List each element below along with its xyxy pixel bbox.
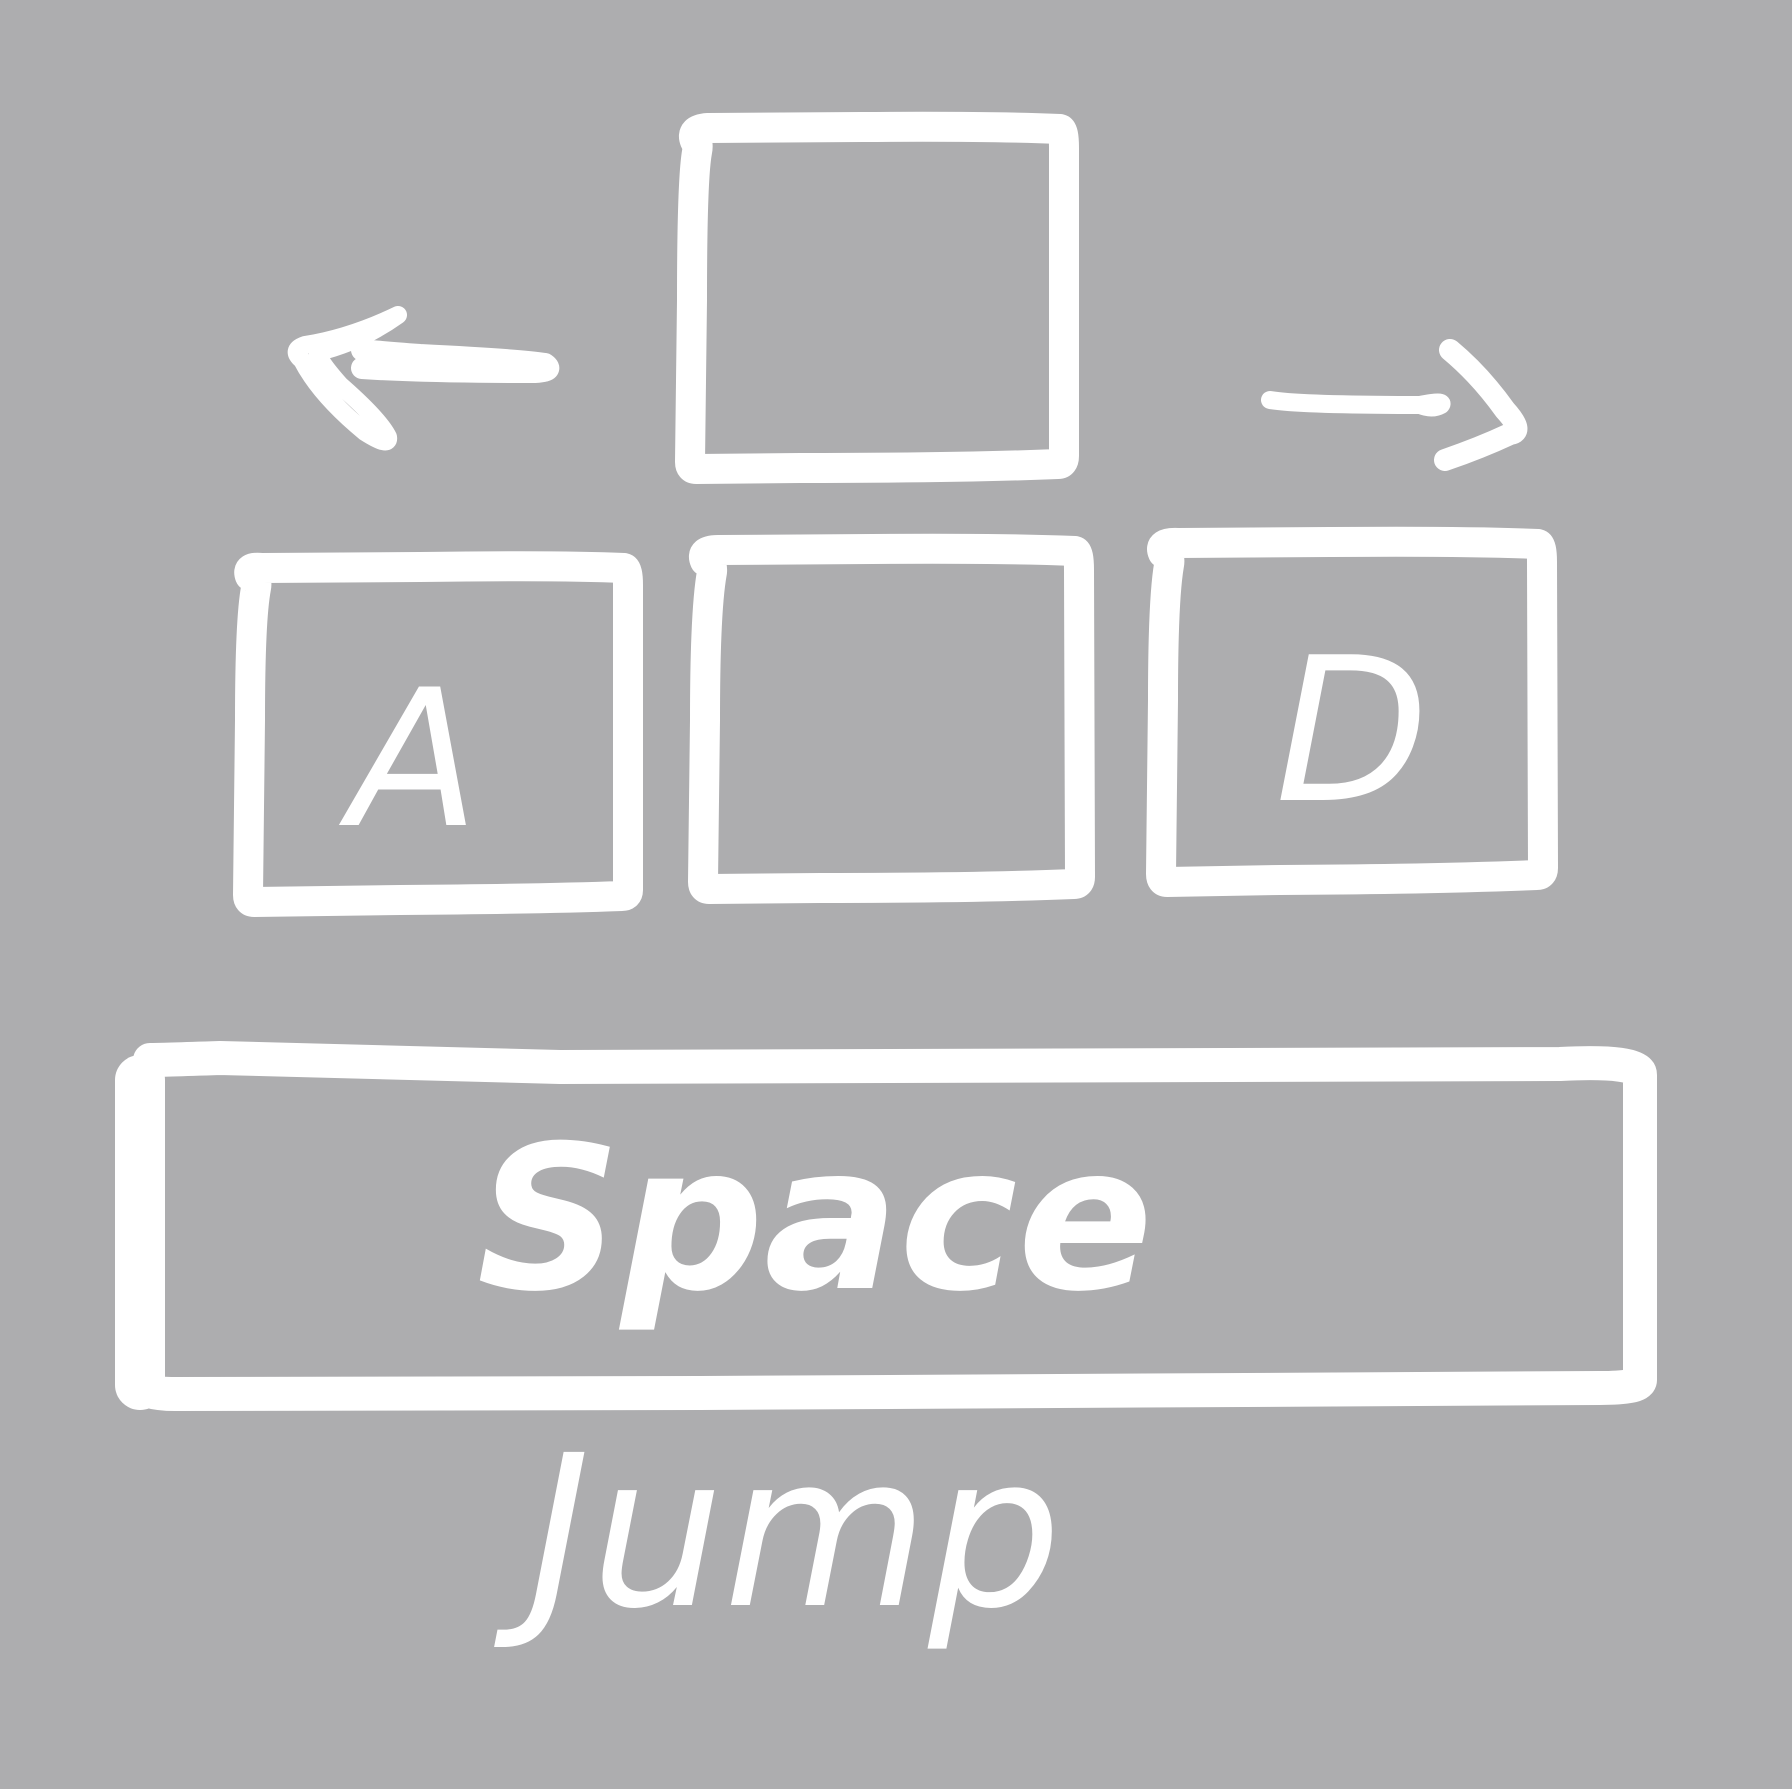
key-w — [675, 111, 1079, 484]
key-d: D — [1146, 526, 1558, 897]
key-a-label: A — [338, 649, 479, 870]
arrow-left-icon — [287, 306, 560, 451]
key-space: Space — [115, 1041, 1657, 1411]
key-d-label: D — [1275, 615, 1429, 848]
key-s — [688, 533, 1095, 904]
key-space-label: Space — [477, 1103, 1153, 1336]
key-a: A — [233, 551, 643, 917]
arrow-right-icon — [1261, 339, 1528, 471]
space-action-caption: Jump — [494, 1410, 1062, 1655]
